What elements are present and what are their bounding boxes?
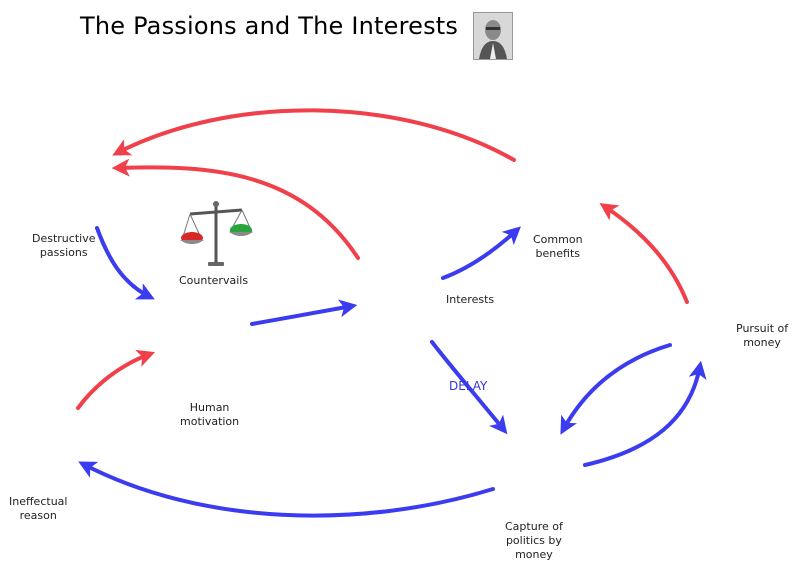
arrow-interests-to-capture xyxy=(430,340,508,435)
label-countervails: Countervails xyxy=(179,274,249,287)
label-human-motivation: Human motivation xyxy=(180,401,240,428)
arrow-money-to-common-benefits xyxy=(599,203,689,304)
label-ineffectual-reason: Ineffectual reason xyxy=(9,495,68,522)
arrow-motivation-to-interests xyxy=(250,299,358,326)
arrow-common-benefits-to-passions xyxy=(112,108,516,162)
arrow-passions-to-motivation xyxy=(95,226,155,300)
label-common-benefits: Common benefits xyxy=(533,233,583,260)
arrow-capture-to-money xyxy=(583,360,707,467)
portrait-photo xyxy=(473,12,513,60)
balance-scale-icon xyxy=(180,201,253,266)
label-destructive-passions: Destructive passions xyxy=(32,232,96,259)
arrow-capture-to-reason xyxy=(78,461,495,518)
arrow-reason-to-motivation xyxy=(76,349,156,410)
arrow-interests-to-passions xyxy=(111,158,360,260)
arrow-interests-to-common-benefits xyxy=(441,226,521,280)
label-pursuit-of-money: Pursuit of money xyxy=(736,322,789,349)
diagram-title: The Passions and The Interests xyxy=(80,12,459,40)
label-capture-of-politics: Capture of politics by money xyxy=(505,520,563,561)
arrow-money-to-capture xyxy=(560,343,672,435)
label-delay: DELAY xyxy=(449,379,488,393)
label-interests: Interests xyxy=(446,293,495,306)
